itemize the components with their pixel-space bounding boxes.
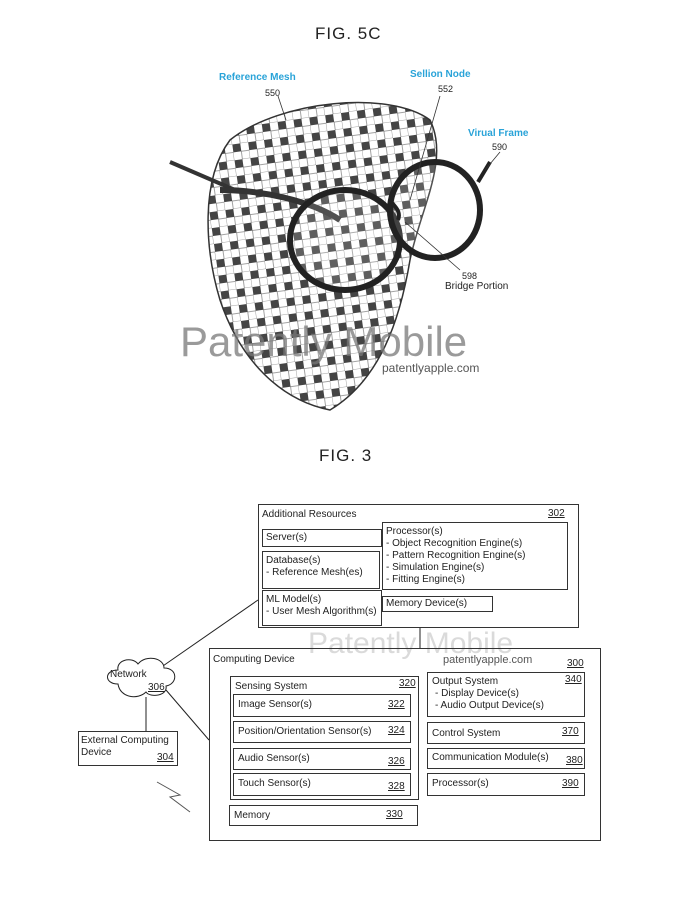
touch-sensor-box: Touch Sensor(s) 328 — [233, 773, 411, 796]
output-system-num: 340 — [565, 674, 582, 685]
control-system-box: Control System 370 — [427, 722, 585, 744]
sensor-label: Touch Sensor(s) — [238, 778, 311, 789]
communication-module-box: Communication Module(s) 380 — [427, 748, 585, 769]
processor-num: 390 — [562, 778, 579, 789]
communication-module-label: Communication Module(s) — [432, 752, 549, 763]
num-550: 550 — [265, 88, 281, 98]
memory-num: 330 — [386, 809, 403, 820]
num-598: 598 — [462, 271, 478, 281]
processor-label: Processor(s) — [432, 778, 489, 789]
reference-mesh — [207, 101, 438, 411]
sensor-num: 322 — [388, 699, 405, 710]
sensor-num: 328 — [388, 781, 405, 792]
wireless-lightning-icon — [156, 781, 191, 813]
control-system-num: 370 — [562, 726, 579, 737]
position-orientation-sensor-box: Position/Orientation Sensor(s) 324 — [233, 721, 411, 743]
computing-device-box: Computing Device 300 — [209, 648, 601, 841]
leader-590 — [484, 151, 501, 171]
leader-598 — [404, 221, 461, 271]
processor-label: Processor(s) — [386, 526, 443, 537]
output-system-box: Output System 340 - Display Device(s) - … — [427, 672, 585, 717]
image-sensor-box: Image Sensor(s) 322 — [233, 694, 411, 717]
audio-sensor-box: Audio Sensor(s) 326 — [233, 748, 411, 770]
processor-engines-box: Processor(s) - Object Recognition Engine… — [382, 522, 568, 590]
network-num: 306 — [148, 682, 165, 693]
processor-item: - Pattern Recognition Engine(s) — [386, 550, 526, 561]
memory-device-label: Memory Device(s) — [386, 598, 468, 609]
additional-resources-label: Additional Resources — [262, 509, 357, 520]
ml-model-label: ML Model(s) — [266, 594, 322, 605]
memory-box: Memory 330 — [229, 805, 418, 826]
num-552: 552 — [438, 84, 454, 94]
control-system-label: Control System — [432, 728, 501, 739]
processor-item: - Fitting Engine(s) — [386, 574, 465, 585]
network-to-device-line — [165, 689, 210, 741]
sensing-system-num: 320 — [399, 678, 416, 689]
watermark-brand-2: Patently Mobile — [308, 627, 514, 660]
network-label: Network — [110, 669, 147, 680]
sensor-num: 326 — [388, 756, 405, 767]
glasses-bridge — [390, 201, 401, 221]
watermark-site-2: patentlyapple.com — [443, 654, 533, 666]
leader-550 — [277, 95, 287, 121]
network-cloud-icon — [107, 657, 176, 698]
memory-label: Memory — [234, 810, 271, 821]
output-item: - Display Device(s) — [435, 688, 519, 699]
face-mesh-illustration — [169, 95, 501, 411]
computing-device-num: 300 — [567, 658, 584, 669]
sensing-system-box: Sensing System 320 — [230, 676, 419, 800]
glasses-temple-right — [476, 160, 492, 184]
ml-model-box: ML Model(s) - User Mesh Algorithm(s) — [262, 590, 382, 626]
output-system-label: Output System — [432, 676, 499, 687]
server-box: Server(s) — [262, 529, 382, 547]
sensor-num: 324 — [388, 725, 405, 736]
ml-model-item: - User Mesh Algorithm(s) — [266, 606, 377, 617]
num-590: 590 — [492, 142, 508, 152]
output-item: - Audio Output Device(s) — [435, 700, 544, 711]
server-label: Server(s) — [266, 532, 308, 543]
glasses-temple-left — [169, 160, 236, 192]
processor-item: - Simulation Engine(s) — [386, 562, 485, 573]
watermark-brand: Patently Mobile — [180, 318, 468, 365]
external-label: External Computing Device — [81, 735, 169, 758]
additional-resources-num: 302 — [548, 508, 565, 519]
sensor-label: Image Sensor(s) — [238, 699, 312, 710]
label-reference-mesh: Reference Mesh — [219, 72, 296, 83]
processor-box: Processor(s) 390 — [427, 773, 585, 796]
database-box: Database(s) - Reference Mesh(es) — [262, 551, 380, 589]
sensing-system-label: Sensing System — [235, 681, 308, 692]
fig-3-title: FIG. 3 — [319, 446, 373, 465]
label-sellion-node: Sellion Node — [410, 69, 471, 80]
computing-device-label: Computing Device — [213, 654, 295, 665]
label-bridge-portion: Bridge Portion — [445, 281, 509, 292]
sensor-label: Position/Orientation Sensor(s) — [238, 726, 372, 737]
database-item: - Reference Mesh(es) — [266, 567, 363, 578]
sensor-label: Audio Sensor(s) — [238, 753, 310, 764]
glasses-lens-right — [387, 159, 483, 261]
external-computing-device-box: External Computing Device 304 — [78, 731, 178, 766]
glasses-temple — [219, 187, 342, 223]
watermark-site: patentlyapple.com — [382, 361, 480, 375]
processor-item: - Object Recognition Engine(s) — [386, 538, 523, 549]
communication-module-num: 380 — [566, 755, 583, 766]
additional-resources-box: Additional Resources 302 — [258, 504, 579, 628]
memory-device-box: Memory Device(s) — [382, 596, 493, 612]
external-num: 304 — [157, 752, 174, 763]
database-label: Database(s) — [266, 555, 321, 566]
fig-5c-title: FIG. 5C — [315, 24, 382, 43]
network-to-resources-line — [159, 599, 259, 669]
label-virual-frame: Virual Frame — [468, 128, 529, 139]
leader-552 — [409, 95, 441, 201]
